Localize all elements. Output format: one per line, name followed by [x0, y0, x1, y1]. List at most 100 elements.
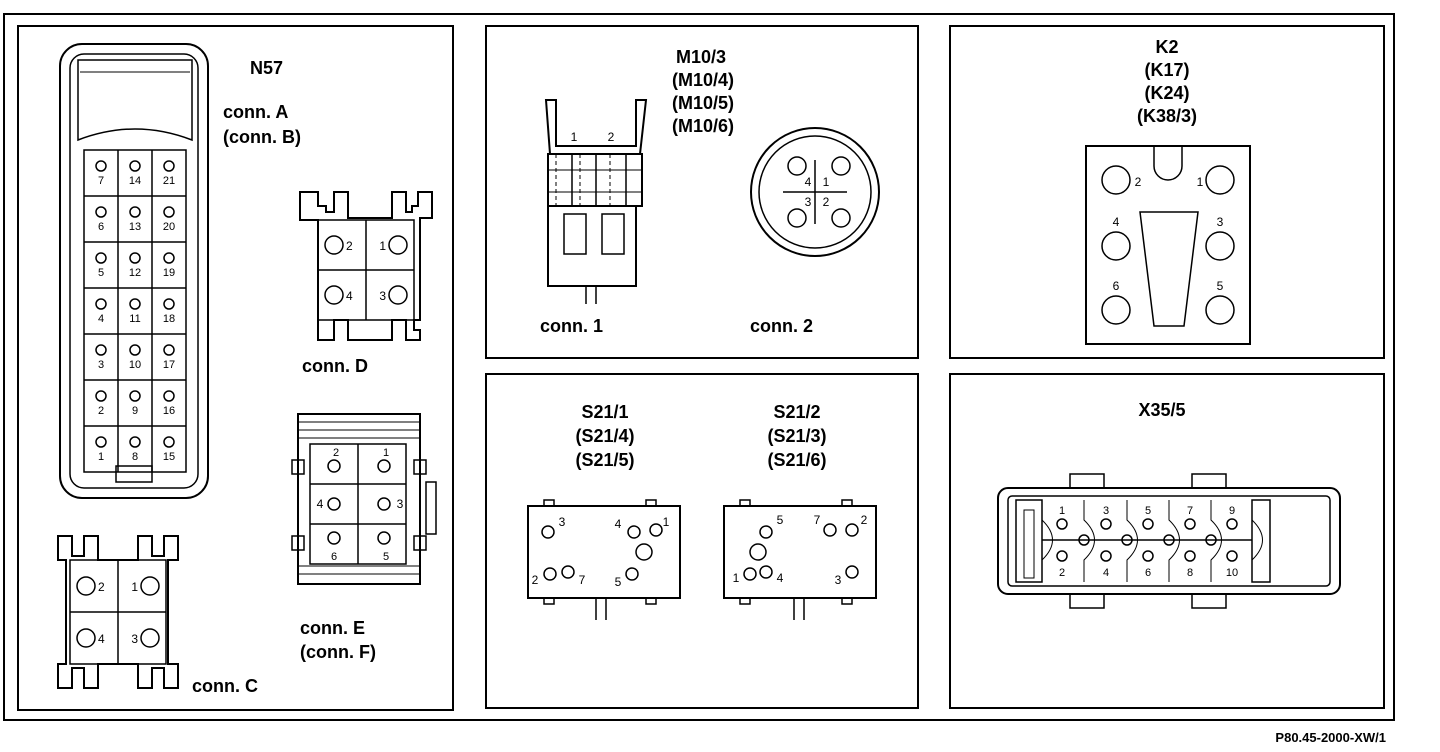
m10-title-3: (M10/5) — [672, 93, 734, 113]
pin-socket — [1101, 295, 1131, 325]
conn-e-label: conn. E — [300, 618, 365, 638]
pin-number: 4 — [317, 497, 324, 511]
pin-socket — [625, 567, 639, 581]
pin-socket — [787, 156, 807, 176]
outer-frame — [3, 13, 1395, 721]
pin-number: 4 — [1103, 567, 1109, 579]
pin-number: 6 — [98, 221, 104, 233]
pin-number: 3 — [379, 289, 386, 303]
pin-number: 17 — [163, 359, 175, 371]
pin-socket — [140, 576, 160, 596]
pin-socket — [76, 628, 96, 648]
pin-socket — [1205, 231, 1235, 261]
pin-number: 9 — [132, 405, 138, 417]
pin-socket — [377, 459, 391, 473]
pin-number: 5 — [1145, 505, 1151, 517]
pin-socket — [1205, 165, 1235, 195]
pin-number: 7 — [814, 513, 821, 527]
pin-number: 10 — [129, 359, 141, 371]
s21-right-title-2: (S21/3) — [767, 426, 826, 446]
pin-number: 2 — [823, 195, 830, 209]
pin-socket — [759, 525, 773, 539]
pin-number: 2 — [608, 130, 615, 144]
pin-number: 3 — [397, 497, 404, 511]
pin-socket — [129, 160, 141, 172]
pin-socket — [129, 206, 141, 218]
pin-socket — [140, 628, 160, 648]
pin-socket — [1100, 550, 1112, 562]
pin-socket — [627, 525, 641, 539]
panel-k2-border — [949, 25, 1385, 359]
pin-number: 4 — [1113, 215, 1120, 229]
panel-s21: S21/1 (S21/4) (S21/5) S21/2 (S21/3) (S21… — [485, 373, 919, 709]
m10-title-1: M10/3 — [676, 47, 726, 67]
n57-title: N57 — [250, 58, 283, 78]
conn-c-label: conn. C — [192, 676, 258, 696]
pin-socket — [163, 206, 175, 218]
pin-socket — [129, 344, 141, 356]
pin-number: 8 — [132, 451, 138, 463]
pin-number: 1 — [383, 447, 389, 459]
pin-number: 6 — [331, 551, 337, 563]
pin-number: 5 — [777, 513, 784, 527]
pin-socket — [1142, 518, 1154, 530]
pin-number: 3 — [559, 515, 566, 529]
pin-socket — [163, 252, 175, 264]
pin-socket — [541, 525, 555, 539]
conn-a-label: conn. A — [223, 102, 288, 122]
x35-title: X35/5 — [1138, 400, 1185, 420]
pin-socket — [324, 285, 344, 305]
pin-socket — [377, 497, 391, 511]
k2-title-3: (K24) — [1144, 83, 1189, 103]
s21-left-title-2: (S21/4) — [575, 426, 634, 446]
pin-socket — [831, 208, 851, 228]
s21-left-title-1: S21/1 — [581, 402, 628, 422]
pin-socket — [95, 344, 107, 356]
pin-socket — [377, 531, 391, 545]
m10-conn1-label: conn. 1 — [540, 316, 603, 336]
pin-socket — [95, 390, 107, 402]
pin-number: 4 — [98, 313, 104, 325]
pin-socket — [129, 298, 141, 310]
drawing-reference: P80.45-2000-XW/1 — [1275, 730, 1386, 745]
pin-socket — [845, 565, 859, 579]
pin-number: 8 — [1187, 567, 1193, 579]
pin-number: 9 — [1229, 505, 1235, 517]
pin-socket — [845, 523, 859, 537]
pin-number: 5 — [98, 267, 104, 279]
pin-number: 1 — [733, 571, 740, 585]
pin-socket — [95, 252, 107, 264]
pin-number: 13 — [129, 221, 141, 233]
pin-number: 21 — [163, 175, 175, 187]
pin-socket — [1100, 518, 1112, 530]
pin-socket — [327, 531, 341, 545]
pin-number: 12 — [129, 267, 141, 279]
pin-number: 3 — [131, 632, 138, 646]
pin-socket — [129, 436, 141, 448]
pin-number: 1 — [98, 451, 104, 463]
pin-number: 2 — [861, 513, 868, 527]
pin-number: 11 — [129, 313, 140, 325]
pin-number: 5 — [383, 551, 389, 563]
pin-socket — [388, 235, 408, 255]
pin-number: 1 — [379, 239, 386, 253]
pin-socket — [163, 344, 175, 356]
pin-socket — [743, 567, 757, 581]
conn-f-label: (conn. F) — [300, 642, 376, 662]
pin-socket — [1184, 518, 1196, 530]
pin-number: 4 — [98, 632, 105, 646]
pin-number: 7 — [579, 573, 586, 587]
pin-number: 1 — [131, 580, 138, 594]
pin-number: 6 — [1113, 279, 1120, 293]
m10-conn2-label: conn. 2 — [750, 316, 813, 336]
pin-socket — [129, 390, 141, 402]
